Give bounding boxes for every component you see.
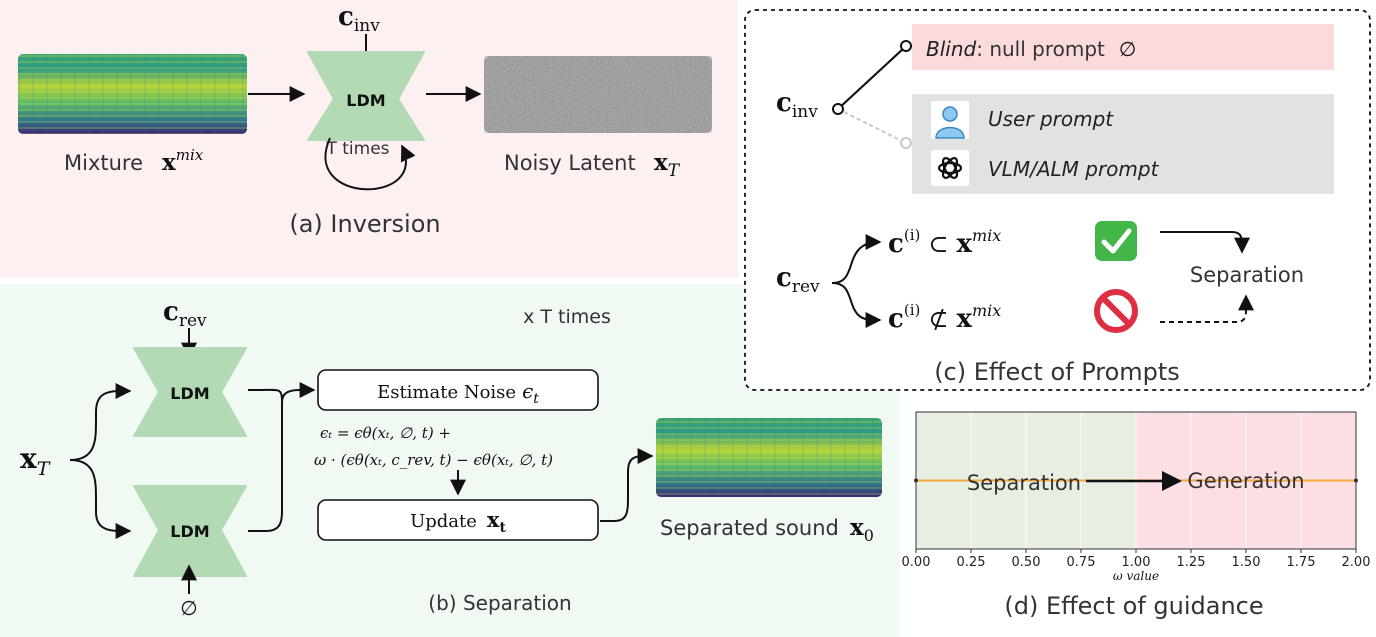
crev-label-prompts: crev xyxy=(776,263,820,297)
x-tick-label-5: 1.25 xyxy=(1177,555,1206,570)
brace-split-bottom xyxy=(831,282,882,328)
arrow-contained-to-separation xyxy=(1160,231,1250,254)
cinv-label-prompts: cinv xyxy=(776,88,818,122)
mixture-label: Mixture xyxy=(64,151,143,175)
null-prompt-symbol: ∅ xyxy=(180,596,197,620)
guidance-point-0 xyxy=(914,478,918,483)
panel-guidance: 0.00 0.25 0.50 0.75 1.00 1.25 1.50 1.75 2.00 Sep… xyxy=(902,411,1371,620)
loop-arrow xyxy=(324,137,416,191)
merge-from-conditional xyxy=(248,388,283,401)
ldm-label-unconditional: LDM xyxy=(170,522,209,541)
merge-from-unconditional xyxy=(248,382,316,532)
switch-arm-inactive xyxy=(837,108,905,143)
prohibited-icon xyxy=(1094,289,1138,333)
brace-split-top xyxy=(831,234,882,284)
guidance-x-axis-label: ω value xyxy=(1113,569,1159,583)
noisy-latent-image xyxy=(484,56,712,133)
x-tick-label-6: 1.50 xyxy=(1232,555,1261,570)
separation-outcome-label: Separation xyxy=(1190,263,1304,287)
crev-label: crev xyxy=(163,297,207,331)
ldm-block-inversion xyxy=(307,51,425,141)
x-tick-label-8: 2.00 xyxy=(1342,555,1371,570)
x-tick-label-0: 0.00 xyxy=(902,555,931,570)
switch-pivot xyxy=(832,103,844,115)
arrow-not-contained-to-separation xyxy=(1160,294,1254,323)
equation-line-2: ω · (ϵθ(xₜ, c_rev, t) − ϵθ(xₜ, ∅, t) xyxy=(314,451,553,469)
switch-contact-prompt xyxy=(900,137,912,149)
mixture-spectrogram xyxy=(18,54,247,134)
ldm-label-conditional: LDM xyxy=(170,384,209,403)
x-tick-label-3: 0.75 xyxy=(1067,555,1096,570)
equation-line-1: ϵₜ = ϵθ(xₜ, ∅, t) + xyxy=(320,424,451,442)
ldm-block-conditional xyxy=(133,347,247,437)
guidance-region-generation-label: Generation xyxy=(1187,469,1304,493)
caption-guidance: (d) Effect of guidance xyxy=(1004,592,1263,620)
user-prompt-label: User prompt xyxy=(988,107,1114,131)
panel-prompts: cinv Blind: null prompt∅ User prompt VLM… xyxy=(744,9,1371,391)
switch-arm-active xyxy=(837,47,905,110)
loop-label: T times xyxy=(325,139,389,159)
caption-inversion: (a) Inversion xyxy=(289,210,440,238)
noisy-latent-symbol: xT xyxy=(654,149,681,181)
x-tick-label-7: 1.75 xyxy=(1287,555,1316,570)
ldm-label-inversion: LDM xyxy=(346,91,385,110)
switch-contact-blind xyxy=(900,40,912,52)
relation-not-contained: c(i)⊄xmix xyxy=(888,301,1001,334)
caption-prompts: (c) Effect of Prompts xyxy=(934,358,1180,386)
x-tick-label-2: 0.50 xyxy=(1012,555,1041,570)
noisy-latent-label: Noisy Latent xyxy=(504,151,636,175)
separated-spectrogram xyxy=(656,418,882,497)
update-box xyxy=(317,499,599,541)
caption-separation: (b) Separation xyxy=(428,591,571,615)
arrow-update-to-output xyxy=(600,448,654,522)
branch-to-unconditional xyxy=(69,459,132,539)
mixture-symbol: xmix xyxy=(162,146,204,176)
x-tick-label-4: 1.00 xyxy=(1122,555,1151,570)
input-latent-symbol: xT xyxy=(20,442,51,480)
prompt-options-box xyxy=(912,94,1334,194)
blind-prompt-row xyxy=(912,24,1334,70)
x-tick-label-1: 0.25 xyxy=(957,555,986,570)
cinv-label: cinv xyxy=(338,2,380,36)
guidance-point-1 xyxy=(1354,478,1358,483)
openai-icon xyxy=(931,150,969,186)
relation-contained: c(i)⊂xmix xyxy=(888,226,1001,259)
user-icon xyxy=(931,101,969,139)
repeat-label: x T times xyxy=(523,306,611,328)
guidance-region-separation-label: Separation xyxy=(967,471,1081,495)
separated-sound-label: Separated sound xyxy=(660,516,839,540)
estimate-noise-box xyxy=(317,369,599,411)
ldm-block-unconditional xyxy=(133,485,247,577)
branch-to-conditional xyxy=(69,383,132,461)
panel-inversion: Mixture xmix cinv LDM T times Noisy Late… xyxy=(0,0,738,278)
blind-prompt-label: Blind: null prompt∅ xyxy=(926,37,1136,61)
separated-sound-symbol: x0 xyxy=(850,514,874,545)
vlm-prompt-label: VLM/ALM prompt xyxy=(988,157,1160,181)
check-icon xyxy=(1095,221,1137,261)
